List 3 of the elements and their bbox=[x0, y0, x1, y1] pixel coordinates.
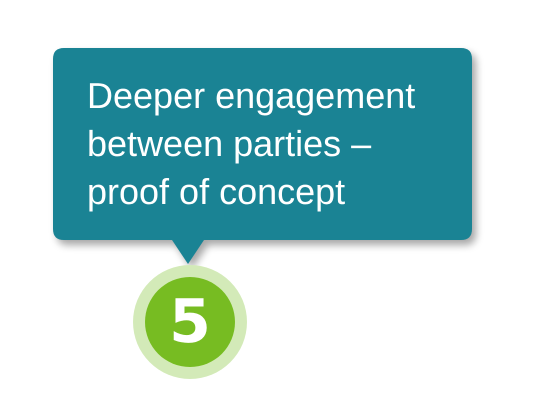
step-number-circle: 5 bbox=[133, 265, 247, 379]
callout-text: Deeper engagement between parties – proof of concept bbox=[87, 74, 416, 214]
speech-bubble bbox=[53, 48, 472, 264]
